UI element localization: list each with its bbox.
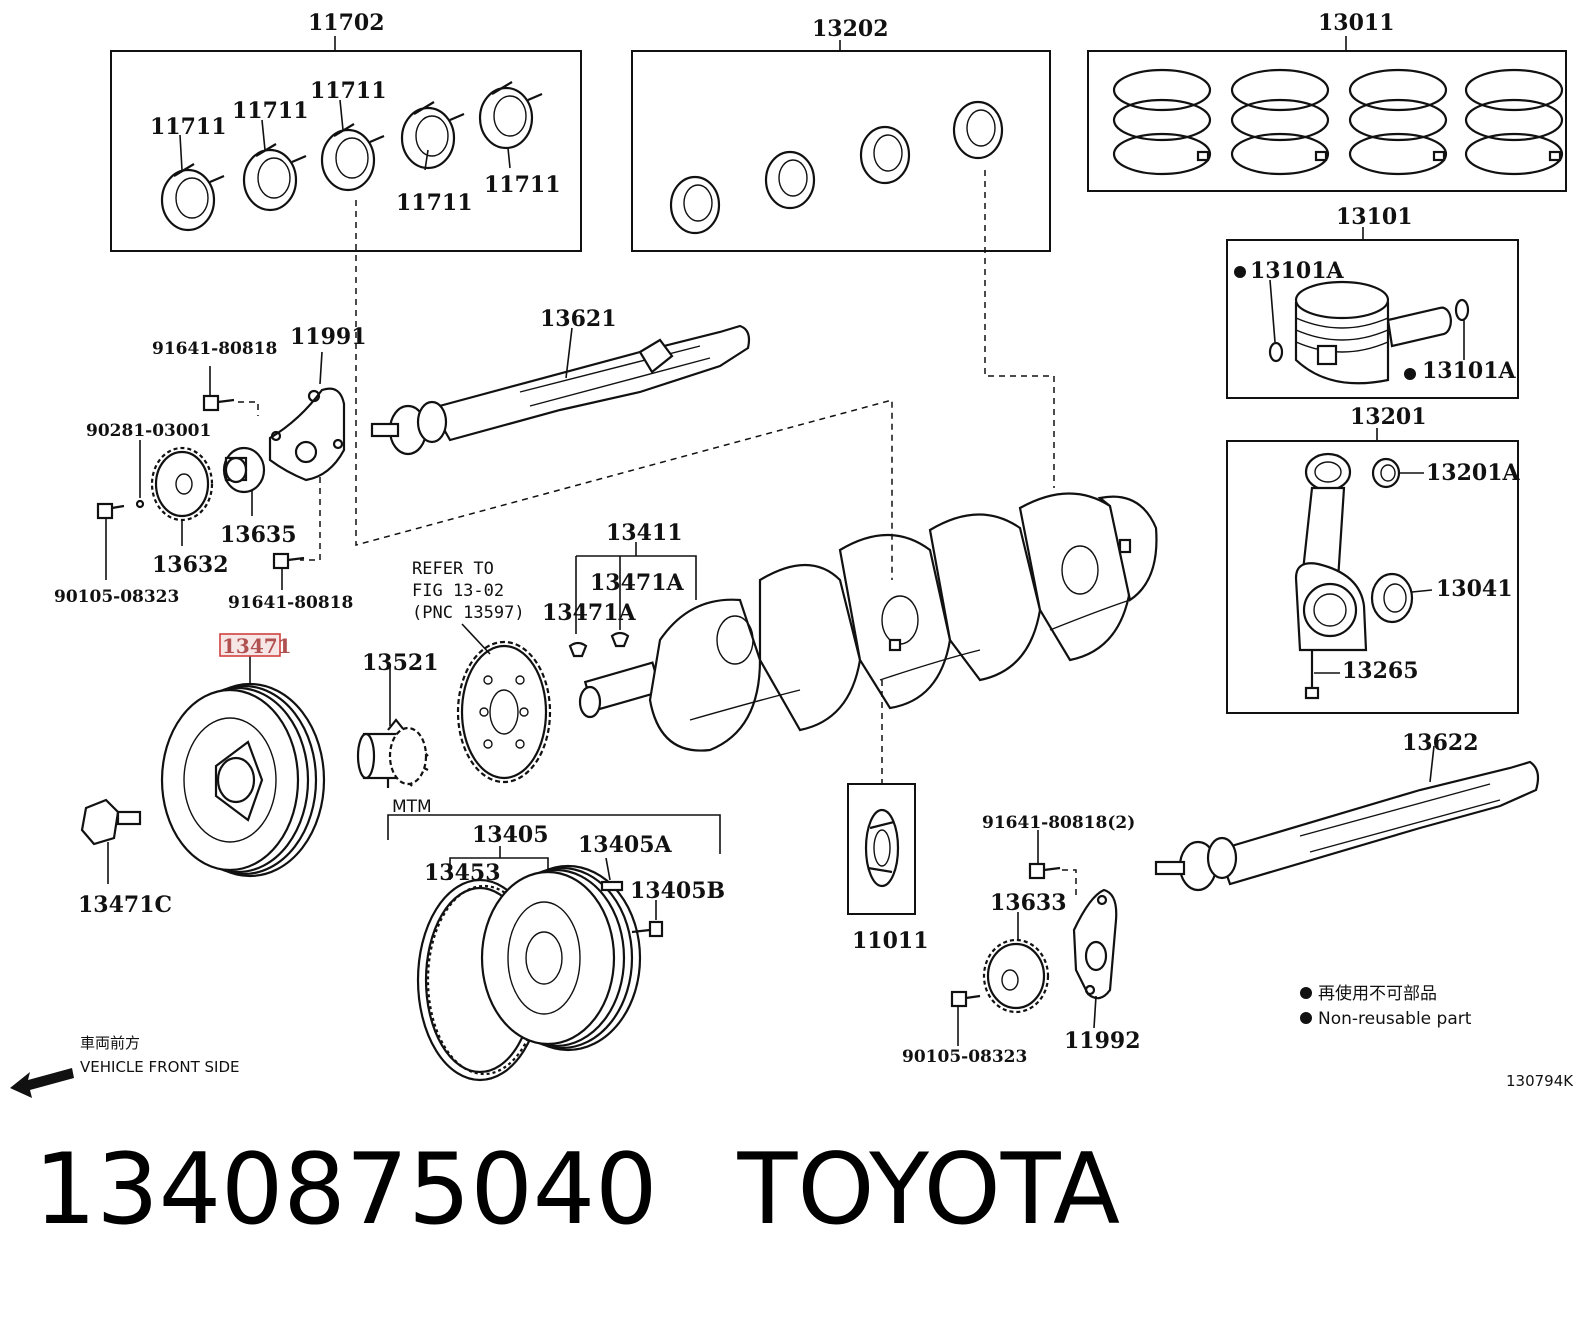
group-box-13202 xyxy=(631,50,1051,252)
timing-sprocket xyxy=(456,640,552,784)
label-13101a[interactable]: 13101A xyxy=(1422,358,1517,384)
mtm-label: MTM xyxy=(392,797,432,817)
sprocket-13521 xyxy=(356,718,429,788)
label-13011[interactable]: 13011 xyxy=(1318,10,1395,36)
label-13201a[interactable]: 13201A xyxy=(1426,460,1521,486)
label-90105-08323[interactable]: 90105-08323 xyxy=(902,1047,1027,1067)
figure-code: 130794K xyxy=(1506,1072,1574,1090)
footer-caption: 1340875040 TOYOTA xyxy=(34,1133,1121,1247)
bracket-11992 xyxy=(1072,888,1118,1000)
balance-shaft-13622 xyxy=(1154,745,1540,892)
bolt-91641-upper xyxy=(202,394,235,412)
legend-dot-icon xyxy=(1300,987,1312,999)
label-13635[interactable]: 13635 xyxy=(220,522,297,548)
label-11711[interactable]: 11711 xyxy=(396,190,473,216)
front-side-en: VEHICLE FRONT SIDE xyxy=(80,1058,240,1076)
key-13471a-2 xyxy=(610,631,630,648)
gear-13633 xyxy=(982,938,1050,1014)
crankshaft-pulley xyxy=(160,682,326,878)
label-11011[interactable]: 11011 xyxy=(852,928,929,954)
group-box-13101 xyxy=(1226,239,1519,399)
label-13265[interactable]: 13265 xyxy=(1342,658,1419,684)
balance-shaft-13621 xyxy=(370,324,751,456)
group-box-11702 xyxy=(110,50,582,252)
group-box-13201 xyxy=(1226,440,1519,714)
label-13521[interactable]: 13521 xyxy=(362,650,439,676)
flywheel-13405 xyxy=(480,864,642,1052)
label-13453[interactable]: 13453 xyxy=(424,860,501,886)
label-13101[interactable]: 13101 xyxy=(1336,204,1413,230)
oil-pump-rotor-11011 xyxy=(864,808,900,888)
label-90105-08323[interactable]: 90105-08323 xyxy=(54,587,179,607)
key-13471a-1 xyxy=(568,641,588,658)
label-13632[interactable]: 13632 xyxy=(152,552,229,578)
front-arrow-icon xyxy=(10,1068,74,1098)
refer-note-line-1: REFER TO xyxy=(412,559,494,579)
label-13201[interactable]: 13201 xyxy=(1350,404,1427,430)
bracket-11991 xyxy=(268,387,346,482)
crankshaft xyxy=(578,492,1158,752)
highlight-13471-box xyxy=(219,633,281,657)
label-91641-80818[interactable]: 91641-80818 xyxy=(228,593,353,613)
label-11991[interactable]: 11991 xyxy=(290,324,367,350)
legend-jp: 再使用不可部品 xyxy=(1318,983,1437,1004)
label-11711[interactable]: 11711 xyxy=(232,98,309,124)
label-13202[interactable]: 13202 xyxy=(812,16,889,42)
part-number: 1340875040 xyxy=(34,1133,658,1247)
label-90281-03001[interactable]: 90281-03001 xyxy=(86,421,211,441)
label-11711[interactable]: 11711 xyxy=(310,78,387,104)
refer-note-line-2: FIG 13-02 xyxy=(412,581,504,601)
main-bearings xyxy=(160,81,543,232)
upper-bearings xyxy=(669,100,1004,235)
label-11711[interactable]: 11711 xyxy=(484,172,561,198)
label-13101a[interactable]: 13101A xyxy=(1250,258,1345,284)
label-11711[interactable]: 11711 xyxy=(150,114,227,140)
legend-dot-icon xyxy=(1300,1012,1312,1024)
connecting-rod xyxy=(1294,452,1433,700)
label-13471a[interactable]: 13471A xyxy=(542,600,637,626)
label-13411[interactable]: 13411 xyxy=(606,520,683,546)
bolt-13405b xyxy=(631,920,664,938)
label-91641-80818[interactable]: 91641-80818 xyxy=(152,339,277,359)
label-13621[interactable]: 13621 xyxy=(540,306,617,332)
piston xyxy=(1234,266,1470,385)
label-13471[interactable]: 13471 xyxy=(222,634,292,658)
brand-name: TOYOTA xyxy=(737,1133,1121,1247)
label-13471a[interactable]: 13471A xyxy=(590,570,685,596)
group-box-13011 xyxy=(1087,50,1567,192)
bolt-90105-left xyxy=(96,502,125,520)
refer-note-line-3: (PNC 13597) xyxy=(412,603,525,623)
bolt-91641-2 xyxy=(1028,862,1061,880)
label-13405[interactable]: 13405 xyxy=(472,822,549,848)
front-side-jp: 車両前方 xyxy=(80,1034,140,1052)
label-11702[interactable]: 11702 xyxy=(308,10,385,36)
label-13633[interactable]: 13633 xyxy=(990,890,1067,916)
label-13041[interactable]: 13041 xyxy=(1436,576,1513,602)
piston-rings xyxy=(1112,68,1564,176)
label-13622[interactable]: 13622 xyxy=(1402,730,1479,756)
bolt-90105-right xyxy=(950,990,981,1008)
legend-en: Non-reusable part xyxy=(1318,1009,1472,1029)
label-91641-80818-2[interactable]: 91641-80818(2) xyxy=(982,813,1135,833)
pin-13405a xyxy=(600,880,624,892)
label-13405b[interactable]: 13405B xyxy=(630,878,725,904)
bolt-13471c xyxy=(80,798,142,846)
gear-13632 xyxy=(150,446,214,522)
label-13471c[interactable]: 13471C xyxy=(78,892,172,918)
label-11992[interactable]: 11992 xyxy=(1064,1028,1141,1054)
bolt-91641-lower xyxy=(272,552,305,570)
label-13405a[interactable]: 13405A xyxy=(578,832,673,858)
pin-90281 xyxy=(135,499,145,509)
hub-13635 xyxy=(222,446,266,494)
